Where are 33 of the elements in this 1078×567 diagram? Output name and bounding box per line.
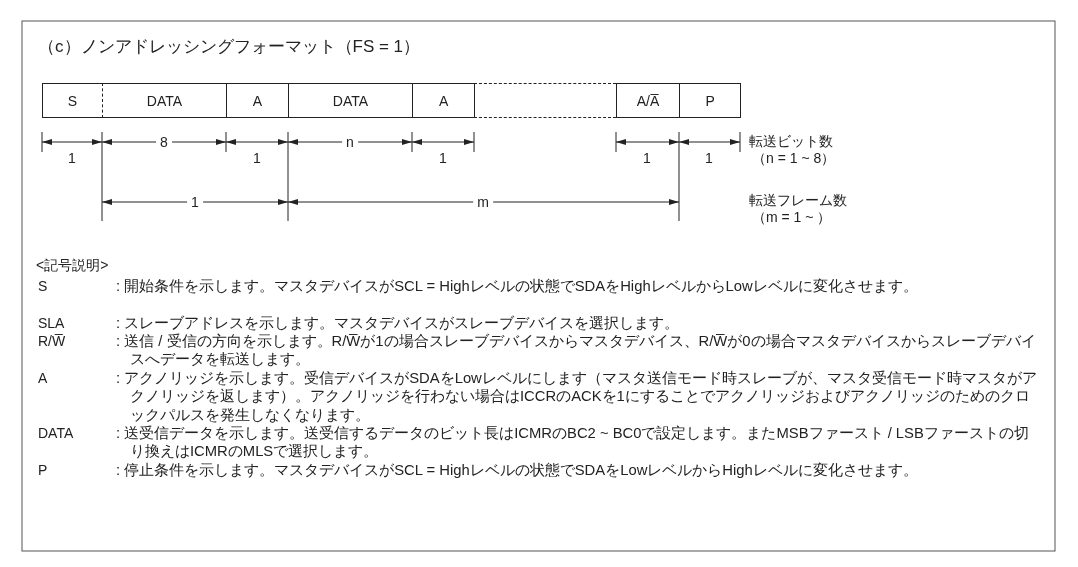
symbol-description: : 開始条件を示します。マスタデバイスがSCL = Highレベルの状態でSDAをHighレベルからLowレベルに変化させます。 bbox=[116, 277, 919, 296]
frame-field: P bbox=[679, 83, 742, 118]
symbol-description: : 送信 / 受信の方向を示します。R/W̅が1の場合スレーブデバイスからマスタデバイス、R/W̅が0の場合マスタデバイスからスレーブデバイスへデータを転送します。 bbox=[116, 332, 1037, 369]
dimension-caption: （n = 1 ~ 8） bbox=[752, 150, 836, 166]
dimension-label: 1 bbox=[253, 150, 261, 166]
symbol-term: DATA bbox=[38, 424, 74, 443]
symbol-term: S bbox=[38, 277, 48, 296]
dimension-caption: （m = 1 ~ ） bbox=[752, 209, 832, 225]
title: （c）ノンアドレッシングフォーマット（FS = 1） bbox=[38, 36, 421, 58]
symbol-term: R/W̅ bbox=[38, 332, 66, 351]
dimension-label: 1 bbox=[643, 150, 651, 166]
legend-heading: <記号説明> bbox=[36, 257, 109, 273]
frame-field: DATA bbox=[288, 83, 412, 118]
symbol-description: : 送受信データを示します。送受信するデータのビット長はICMRのBC2 ~ BC0で設定します。またMSBファースト / LSBファーストの切り換えはICMRのMLSで選択します。 bbox=[116, 424, 1030, 461]
dimension-caption: 転送ビット数 bbox=[749, 133, 833, 149]
symbol-term: P bbox=[38, 461, 48, 480]
dimension-label: 1 bbox=[187, 194, 203, 210]
dimension-label: 1 bbox=[439, 150, 447, 166]
frame-field: A/A̅ bbox=[616, 83, 679, 118]
dimension-label: 1 bbox=[68, 150, 76, 166]
symbol-description: : 停止条件を示します。マスタデバイスがSCL = Highレベルの状態でSDAをLowレベルからHighレベルに変化させます。 bbox=[116, 461, 919, 480]
frame-field: S bbox=[42, 83, 102, 118]
gap-field bbox=[474, 83, 616, 118]
dimension-label: 1 bbox=[705, 150, 713, 166]
frame-field: A bbox=[412, 83, 476, 118]
symbol-term: SLA bbox=[38, 314, 65, 333]
dimension-label: 8 bbox=[156, 134, 172, 150]
symbol-term: A bbox=[38, 369, 48, 388]
symbol-description: : スレーブアドレスを示します。マスタデバイスがスレーブデバイスを選択します。 bbox=[116, 314, 681, 333]
dimension-caption: 転送フレーム数 bbox=[749, 192, 847, 208]
frame-field: DATA bbox=[102, 83, 226, 118]
frame-field: A bbox=[226, 83, 288, 118]
symbol-description: : アクノリッジを示します。受信デバイスがSDAをLowレベルにします（マスタ送信モード時スレーブが、マスタ受信モード時マスタがアクノリッジを返します）。アクノリッジを行わない場合はICCRのACKを1にすることでアクノリッジおよびアクノリッジのためのクロックパルスを発生しなくなります。 bbox=[116, 369, 1038, 425]
